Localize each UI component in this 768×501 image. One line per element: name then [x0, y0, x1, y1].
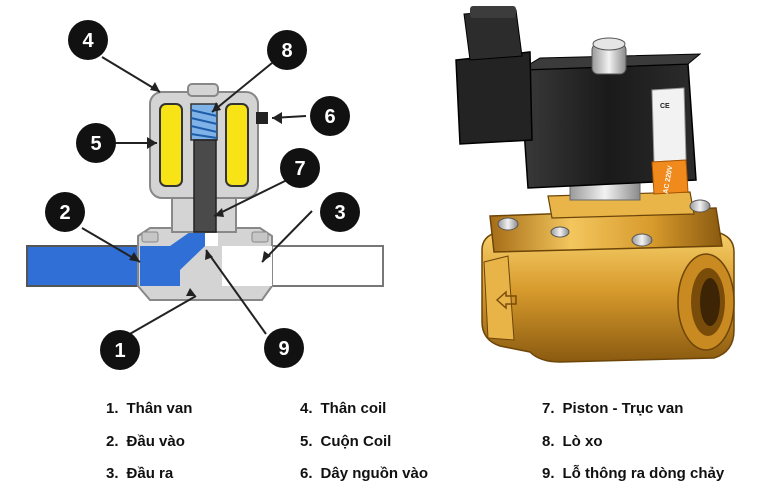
din-connector [455, 51, 533, 145]
legend-text: Thân coil [320, 400, 387, 417]
power-connector [256, 112, 268, 124]
legend-text: Đầu ra [126, 465, 174, 482]
legend-text: Lò xo [562, 433, 603, 450]
svg-text:4: 4 [82, 30, 94, 52]
legend-text: Lỗ thông ra dòng chảy [562, 465, 725, 482]
coil-left [159, 103, 183, 187]
svg-text:1: 1 [114, 340, 125, 362]
svg-text:9: 9 [278, 338, 289, 360]
legend-item-5: 5. Cuộn Coil [300, 433, 391, 450]
callout-2: 2 [45, 192, 85, 232]
legend-item-7: 7. Piston - Trục van [542, 400, 683, 417]
legend-num: 7. [542, 400, 555, 417]
legend-item-8: 8. Lò xo [542, 433, 603, 450]
legend-text: Piston - Trục van [562, 400, 684, 417]
legend-item-9: 9. Lỗ thông ra dòng chảy [542, 465, 724, 482]
legend-num: 1. [106, 400, 119, 417]
svg-text:5: 5 [90, 133, 101, 155]
legend-num: 9. [542, 465, 555, 482]
svg-text:CE: CE [660, 103, 670, 110]
legend-num: 2. [106, 433, 119, 450]
legend-text: Đầu vào [126, 433, 185, 450]
callout-6: 6 [310, 96, 350, 136]
callout-5: 5 [76, 123, 116, 163]
legend-num: 6. [300, 465, 313, 482]
svg-text:7: 7 [294, 158, 305, 180]
callout-8: 8 [267, 30, 307, 70]
svg-text:6: 6 [324, 106, 335, 128]
flange-bolts [497, 199, 711, 247]
legend-num: 8. [542, 433, 555, 450]
piston [193, 139, 217, 233]
legend-text: Dây nguồn vào [320, 465, 429, 482]
parts-legend: 1. Thân van 2. Đầu vào 3. Đầu ra 4. Thân coi… [0, 395, 768, 501]
legend-item-2: 2. Đầu vào [106, 433, 185, 450]
legend-item-1: 1. Thân van [106, 400, 192, 417]
spec-label [651, 87, 687, 163]
legend-num: 4. [300, 400, 313, 417]
legend-text: Cuộn Coil [320, 433, 392, 450]
callout-4: 4 [68, 20, 108, 60]
legend-item-4: 4. Thân coil [300, 400, 386, 417]
callout-7: 7 [280, 148, 320, 188]
svg-text:AC 220V: AC 220V [663, 165, 675, 195]
callout-9: 9 [264, 328, 304, 368]
legend-num: 3. [106, 465, 119, 482]
callout-3: 3 [320, 192, 360, 232]
legend-item-6: 6. Dây nguồn vào [300, 465, 428, 482]
leader-arrowheads [129, 82, 282, 296]
cross-section-diagram [26, 83, 384, 301]
legend-num: 5. [300, 433, 313, 450]
legend-text: Thân van [126, 400, 193, 417]
svg-text:3: 3 [334, 202, 345, 224]
voltage-label [651, 159, 689, 195]
flow-direction-mark [495, 290, 517, 310]
legend-item-3: 3. Đầu ra [106, 465, 173, 482]
svg-text:2: 2 [59, 202, 70, 224]
solenoid-valve-product-image: CE AC 220V [455, 6, 735, 363]
svg-text:8: 8 [281, 40, 292, 62]
callout-1: 1 [100, 330, 140, 370]
coil-right [225, 103, 249, 187]
